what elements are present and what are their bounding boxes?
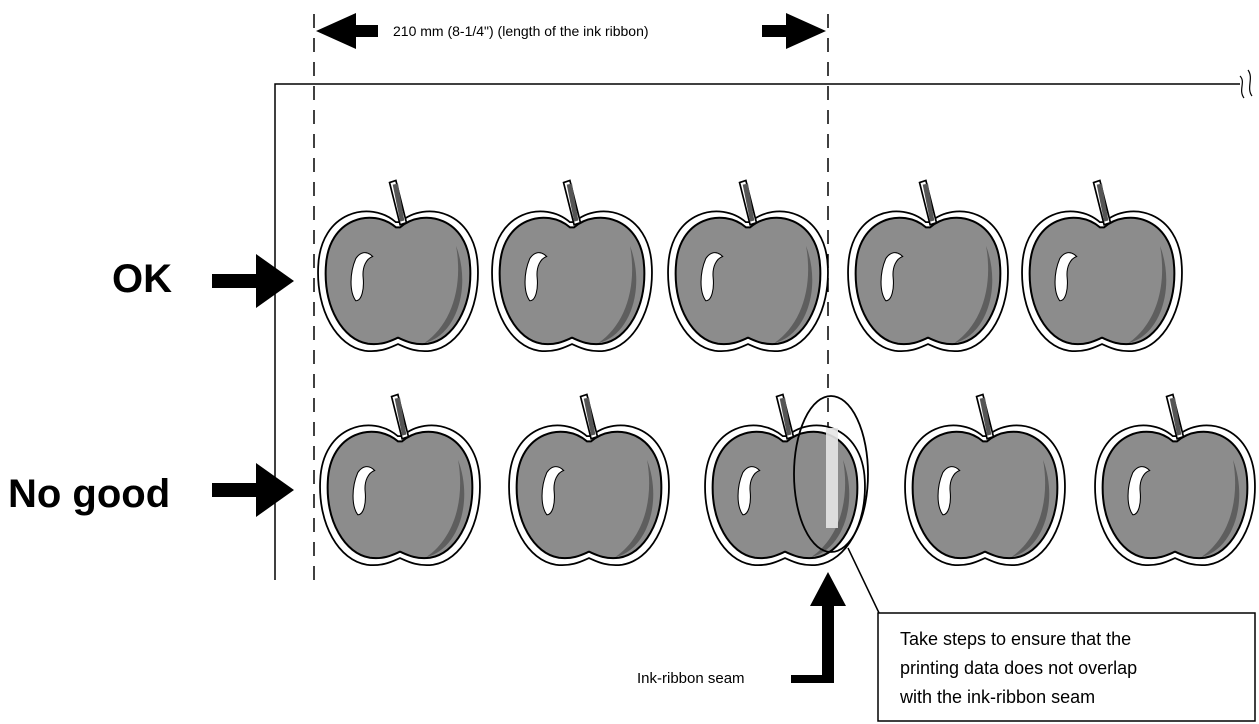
row-label-no-good: No good	[8, 472, 170, 516]
apple-image	[1020, 179, 1184, 353]
note-line-3: with the ink-ribbon seam	[899, 687, 1095, 707]
apple-image	[507, 393, 671, 567]
no-good-arrow	[212, 463, 294, 517]
apple-image	[318, 393, 482, 567]
sheet-outline	[274, 83, 1240, 580]
note-line-2: printing data does not overlap	[900, 658, 1137, 678]
apple-image	[1093, 393, 1257, 567]
seam-defect-band	[826, 428, 838, 528]
apple-image	[903, 393, 1067, 567]
row-label-ok: OK	[112, 257, 172, 301]
apple-row-ok	[316, 179, 1184, 353]
apple-image	[316, 179, 480, 353]
callout-leader-line	[847, 547, 881, 616]
note-box	[877, 612, 1256, 722]
seam-callout-ellipse	[793, 395, 869, 553]
note-line-1: Take steps to ensure that the	[900, 629, 1131, 649]
apple-image	[703, 393, 867, 567]
break-mark	[1239, 69, 1253, 99]
apple-row-no-good	[318, 393, 1257, 567]
apple-image	[846, 179, 1010, 353]
apple-image	[666, 179, 830, 353]
ok-arrow	[212, 254, 294, 308]
dimension-label: 210 mm (8-1/4") (length of the ink ribbo…	[393, 23, 649, 39]
apple-image	[490, 179, 654, 353]
dimension-arrow-left	[316, 13, 378, 49]
dimension-arrow-right	[762, 13, 826, 49]
seam-arrow	[791, 572, 846, 683]
seam-label: Ink-ribbon seam	[637, 670, 745, 687]
